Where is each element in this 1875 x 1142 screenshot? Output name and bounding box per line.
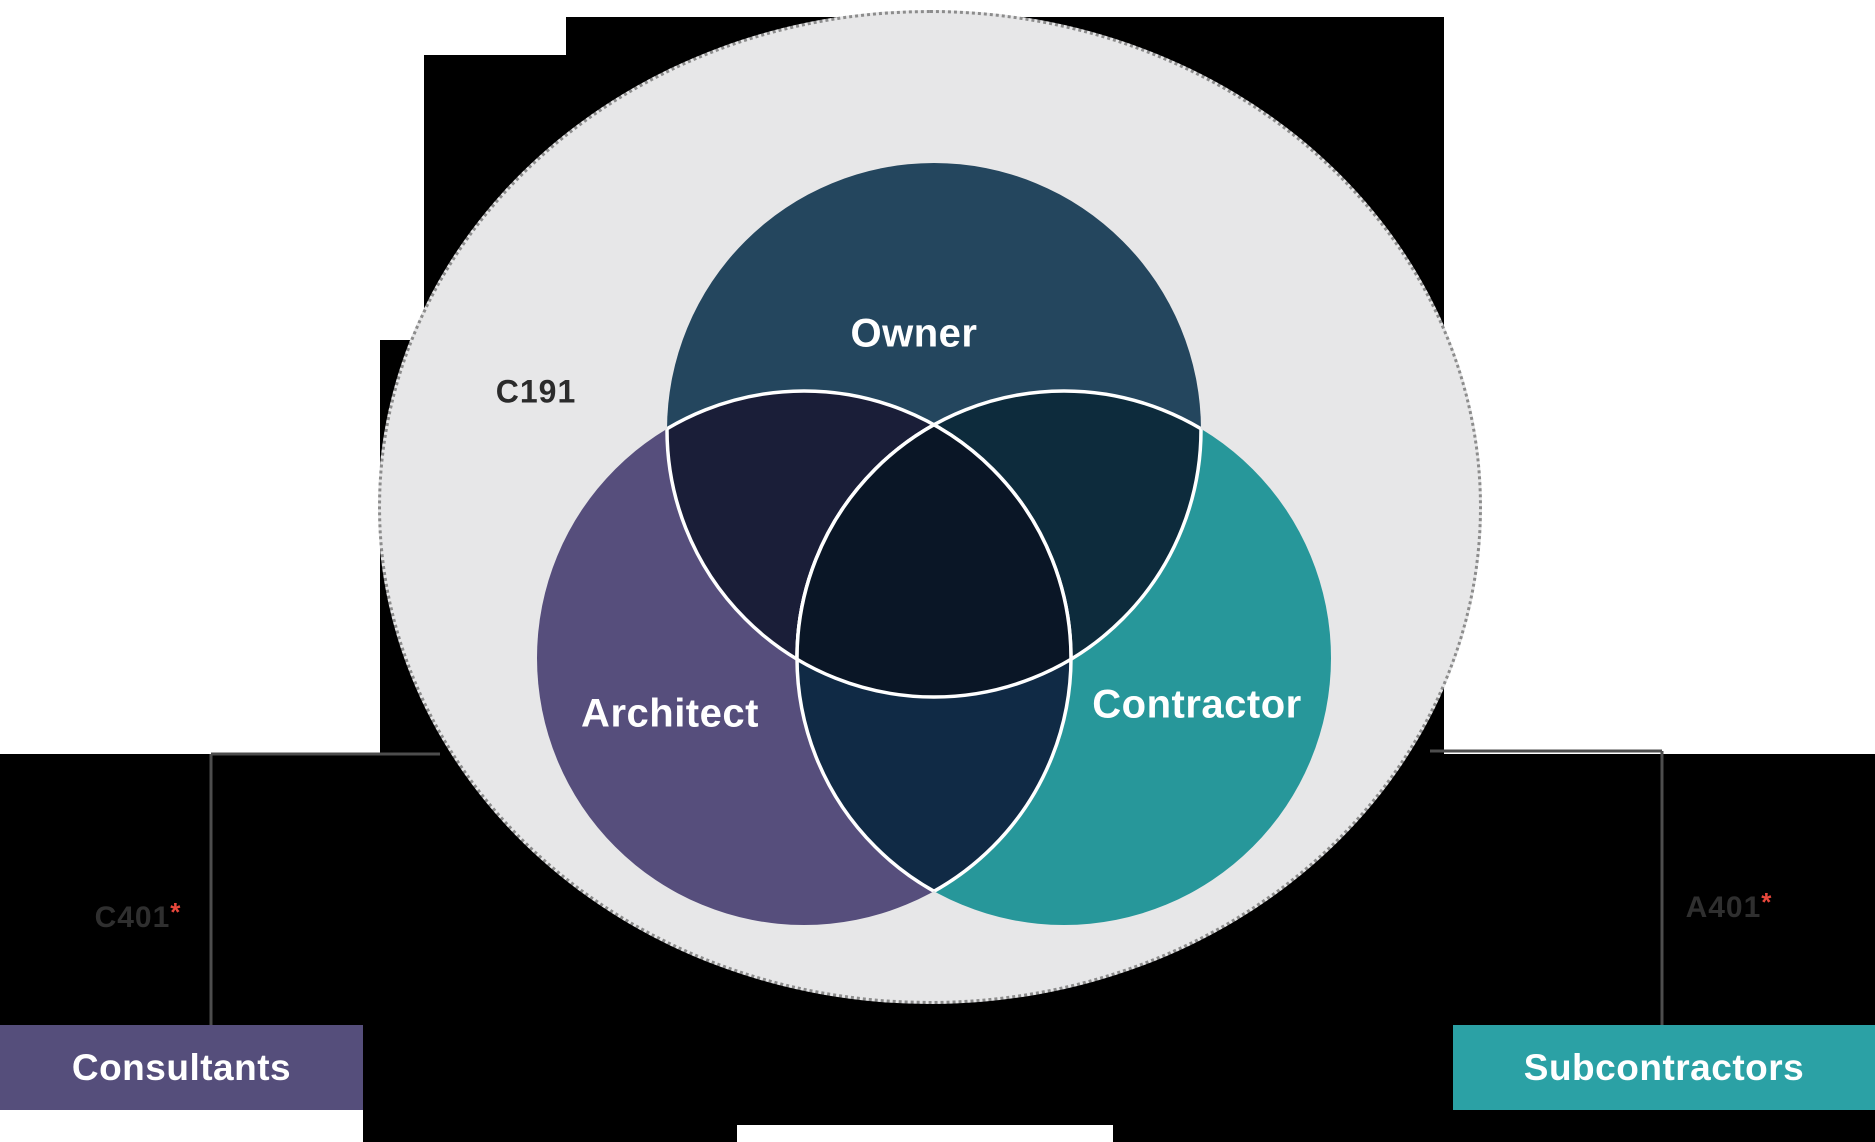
c401-code-text: C401 [94,901,171,934]
owner-label: Owner [850,311,978,356]
c401-asterisk: * [170,897,182,927]
c191-code-label: C191 [495,373,577,410]
page-background-top-notch [424,0,566,55]
page-background-left [0,0,380,754]
a401-code-text: A401 [1685,891,1762,924]
center-arcs-1 [797,391,1071,699]
architect-label: Architect [581,691,759,736]
c401-code-label: C401* [95,897,182,935]
a401-asterisk: * [1761,887,1773,917]
page-background-bottom-left [0,1110,363,1142]
page-background-top-strip [424,0,1444,17]
subcontractors-bar-label: Subcontractors [1523,1046,1805,1088]
consultants-bar-label: Consultants [71,1046,292,1088]
center-arcs-2 [795,391,1073,697]
connector-lines [209,749,1664,1025]
subcontractors-bar: Subcontractors [1453,1025,1875,1110]
a401-code-label: A401* [1686,887,1773,925]
consultants-bar: Consultants [0,1025,363,1110]
page-background-right [1444,0,1875,754]
page-background-bottom-mid [737,1125,1113,1142]
contractor-label: Contractor [1092,682,1302,727]
